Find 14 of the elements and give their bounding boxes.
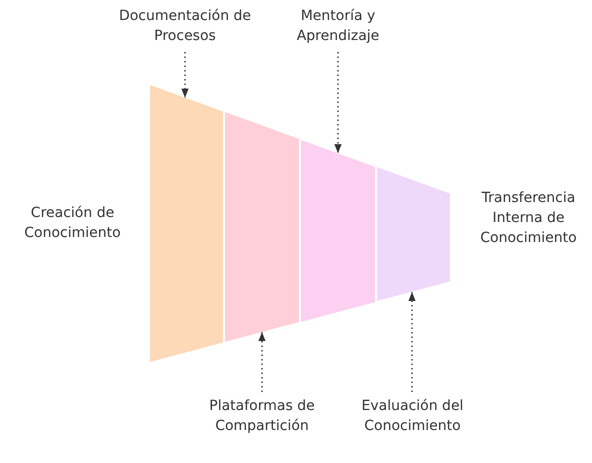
funnel-segment (301, 140, 375, 322)
dotted-arrow (408, 292, 416, 392)
funnel-segment (225, 112, 299, 342)
stage-label: Transferencia Interna de Conocimiento (479, 189, 578, 248)
dotted-arrow (258, 332, 266, 392)
callout-text: Evaluación del Conocimiento (340, 396, 485, 436)
funnel-segment (150, 85, 223, 362)
stage-label: Creación de Conocimiento (23, 204, 122, 243)
callout-text: Mentoría y Aprendizaje (268, 6, 408, 46)
funnel-segment (377, 167, 450, 302)
dotted-arrow (181, 52, 189, 98)
dotted-arrow (334, 52, 342, 154)
callout-text: Documentación de Procesos (110, 6, 260, 46)
callout-text: Plataformas de Compartición (187, 396, 337, 436)
